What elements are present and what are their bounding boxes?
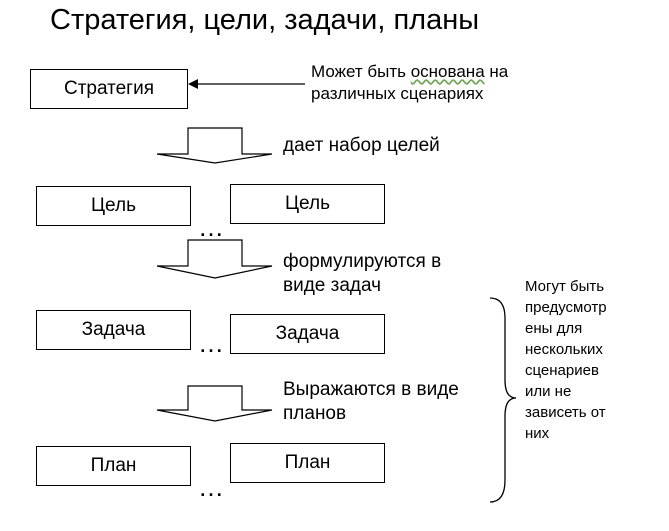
task-ellipsis: … bbox=[198, 328, 226, 358]
goal-label-right: Цель bbox=[285, 193, 330, 214]
plan-box-left: План bbox=[36, 446, 191, 486]
goal-label-left: Цель bbox=[91, 195, 136, 216]
strategy-note: Может быть основана на различных сценари… bbox=[311, 61, 508, 105]
side-note-line: Могут быть bbox=[525, 278, 605, 295]
plan-box-right: План bbox=[230, 443, 385, 483]
side-note-line: ены для bbox=[525, 320, 583, 337]
highlighted-word: основана bbox=[410, 62, 485, 81]
task-box-right: Задача bbox=[230, 314, 385, 354]
note-arrow-head-icon bbox=[188, 79, 198, 89]
plan-ellipsis: … bbox=[198, 472, 226, 502]
side-note: Могут быть предусмотр ены для нескольких… bbox=[525, 276, 607, 444]
tasks-caption: формулируются в виде задач bbox=[283, 251, 442, 296]
side-note-line: зависеть от bbox=[525, 404, 606, 421]
brace-icon bbox=[489, 297, 517, 503]
goal-box-left: Цель bbox=[36, 186, 191, 226]
plan-label-left: План bbox=[90, 455, 137, 476]
task-label-left: Задача bbox=[81, 319, 146, 340]
side-note-line: них bbox=[525, 425, 550, 442]
strategy-note-line1: Может быть основана на bbox=[311, 62, 509, 81]
down-arrow-icon bbox=[156, 385, 273, 422]
page-title: Стратегия, цели, задачи, планы bbox=[50, 4, 480, 36]
side-note-line: предусмотр bbox=[525, 299, 607, 316]
strategy-box: Стратегия bbox=[30, 69, 188, 109]
plan-label-right: План bbox=[284, 452, 331, 473]
strategy-note-line2: различных сценариях bbox=[311, 84, 484, 103]
task-label-right: Задача bbox=[275, 323, 340, 344]
plans-caption: Выражаются в виде планов bbox=[283, 379, 459, 424]
down-arrow-icon bbox=[156, 127, 273, 164]
side-note-line: сценариев bbox=[525, 362, 599, 379]
goals-caption: дает набор целей bbox=[283, 135, 440, 156]
goal-box-right: Цель bbox=[230, 184, 385, 224]
side-note-line: нескольких bbox=[525, 341, 603, 358]
side-note-line: или не bbox=[525, 383, 572, 400]
task-box-left: Задача bbox=[36, 310, 191, 350]
goal-ellipsis: … bbox=[198, 212, 226, 242]
down-arrow-icon bbox=[156, 239, 273, 279]
strategy-label: Стратегия bbox=[63, 78, 155, 99]
